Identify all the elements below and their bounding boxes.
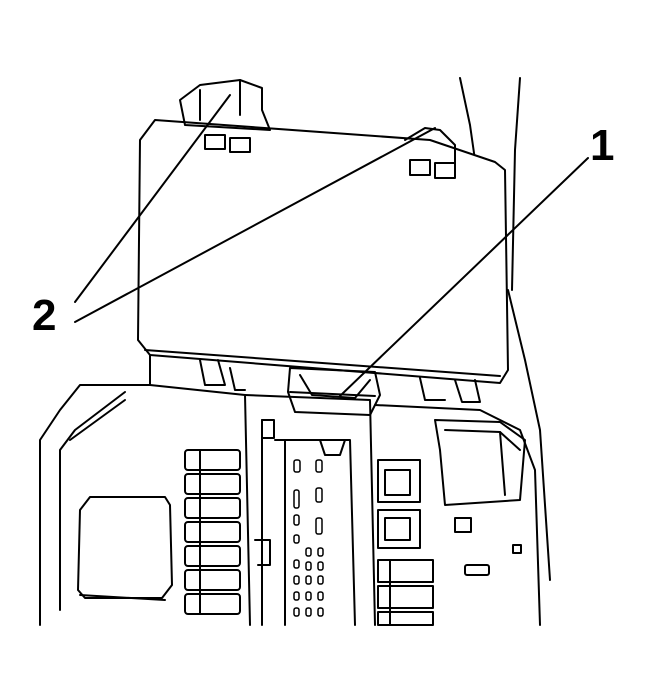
- leader-line-2b: [75, 128, 435, 322]
- leader-line-2a: [75, 95, 230, 302]
- fuse-block-base: [40, 385, 540, 625]
- relay-stack: [378, 460, 433, 625]
- callout-1: 1: [590, 121, 615, 170]
- fuse-row: [185, 450, 240, 614]
- module-connector: [288, 368, 380, 415]
- leader-line-1: [340, 158, 588, 396]
- leader-lines: [75, 95, 588, 396]
- retaining-clip-left: [180, 80, 270, 130]
- background-panel: [460, 78, 550, 580]
- pin-array: [294, 460, 323, 616]
- retaining-clip-right: [405, 128, 455, 165]
- callout-2: 2: [32, 291, 57, 340]
- module-housing: [138, 80, 508, 402]
